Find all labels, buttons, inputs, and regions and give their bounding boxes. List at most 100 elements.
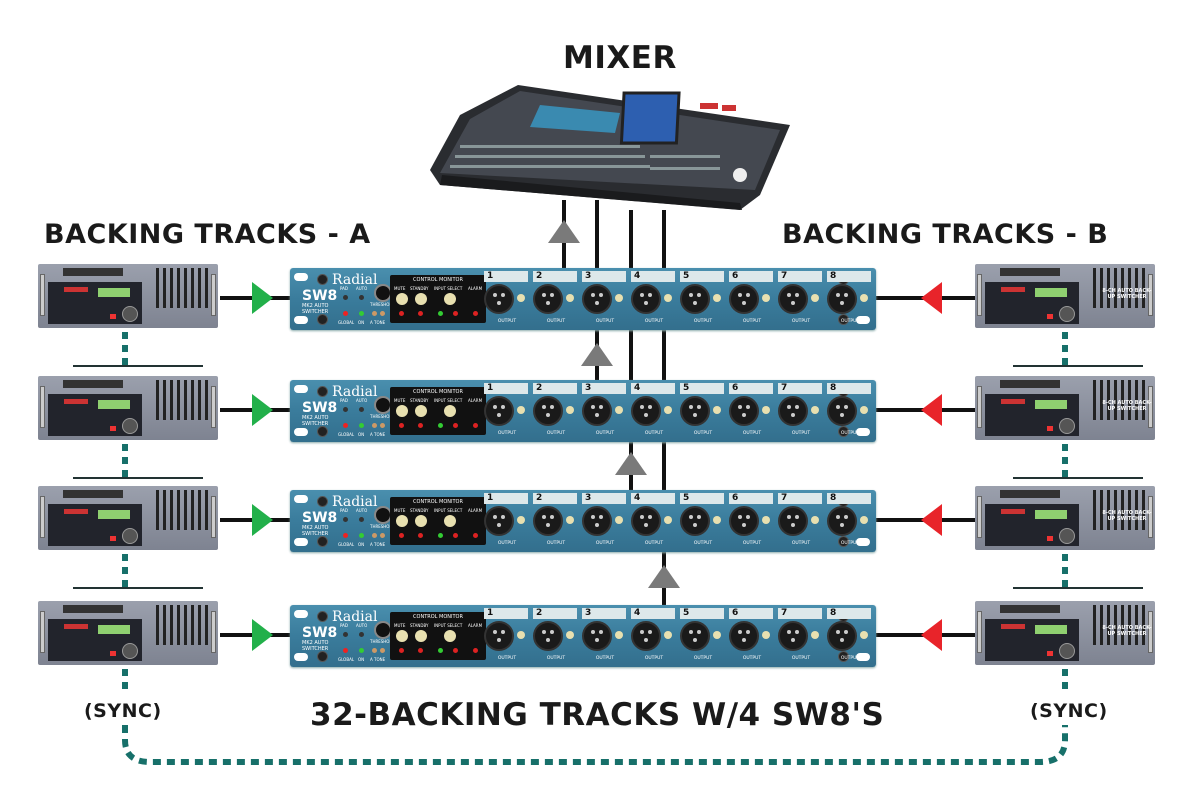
side-label: 8-CH AUTO BACK-UP SWITCHER <box>1102 510 1152 522</box>
ground-lift-switch[interactable] <box>713 631 721 639</box>
xlr-output-connector[interactable] <box>778 284 808 314</box>
ground-lift-switch[interactable] <box>615 406 623 414</box>
input-select-button[interactable] <box>444 515 456 527</box>
ground-lift-switch[interactable] <box>762 516 770 524</box>
ground-lift-switch[interactable] <box>811 516 819 524</box>
input-select-button[interactable] <box>444 630 456 642</box>
xlr-output-connector[interactable] <box>533 284 563 314</box>
ground-lift-switch[interactable] <box>811 294 819 302</box>
xlr-output-connector[interactable] <box>729 621 759 651</box>
input-select-button[interactable] <box>444 293 456 305</box>
mute-button[interactable] <box>396 515 408 527</box>
ground-lift-switch[interactable] <box>517 516 525 524</box>
xlr-output-connector[interactable] <box>582 621 612 651</box>
ground-lift-switch[interactable] <box>811 406 819 414</box>
pad-switch[interactable] <box>343 517 348 522</box>
xlr-output-connector[interactable] <box>827 621 857 651</box>
xlr-output-connector[interactable] <box>533 396 563 426</box>
xlr-output-connector[interactable] <box>680 506 710 536</box>
input-select-button[interactable] <box>444 405 456 417</box>
xlr-output-connector[interactable] <box>484 506 514 536</box>
xlr-output-connector[interactable] <box>631 506 661 536</box>
standby-button[interactable] <box>415 515 427 527</box>
xlr-output-connector[interactable] <box>484 284 514 314</box>
auto-label: AUTO <box>356 286 368 291</box>
auto-switch[interactable] <box>359 407 364 412</box>
auto-switch[interactable] <box>359 632 364 637</box>
ground-lift-switch[interactable] <box>615 631 623 639</box>
on-label: ON <box>358 320 365 325</box>
ground-lift-switch[interactable] <box>615 516 623 524</box>
ground-lift-switch[interactable] <box>615 294 623 302</box>
pad-switch[interactable] <box>343 407 348 412</box>
xlr-output-connector[interactable] <box>729 396 759 426</box>
global-label: GLOBAL <box>338 320 355 325</box>
xlr-output-connector[interactable] <box>631 396 661 426</box>
ground-lift-switch[interactable] <box>762 294 770 302</box>
ground-lift-switch[interactable] <box>713 516 721 524</box>
green-arrow-icon <box>252 282 273 314</box>
channel-number: 7 <box>778 608 822 619</box>
ground-lift-switch[interactable] <box>664 294 672 302</box>
ground-lift-switch[interactable] <box>664 516 672 524</box>
mute-button[interactable] <box>396 630 408 642</box>
xlr-output-connector[interactable] <box>827 284 857 314</box>
pad-switch[interactable] <box>343 632 348 637</box>
ground-lift-switch[interactable] <box>566 406 574 414</box>
ground-lift-switch[interactable] <box>713 406 721 414</box>
ground-lift-switch[interactable] <box>566 516 574 524</box>
xlr-output-connector[interactable] <box>484 621 514 651</box>
xlr-output-connector[interactable] <box>680 284 710 314</box>
xlr-output-connector[interactable] <box>582 506 612 536</box>
channel-number: 4 <box>631 383 675 394</box>
xlr-output-connector[interactable] <box>778 506 808 536</box>
xlr-output-connector[interactable] <box>680 621 710 651</box>
auto-switch[interactable] <box>359 295 364 300</box>
pad-switch[interactable] <box>343 295 348 300</box>
xlr-output-connector[interactable] <box>533 506 563 536</box>
ground-lift-switch[interactable] <box>517 294 525 302</box>
output-label: OUTPUT <box>693 656 713 661</box>
ground-lift-switch[interactable] <box>860 516 868 524</box>
standby-button[interactable] <box>415 293 427 305</box>
ground-lift-switch[interactable] <box>860 406 868 414</box>
mixer-illustration <box>430 85 790 210</box>
xlr-output-connector[interactable] <box>484 396 514 426</box>
ground-lift-switch[interactable] <box>517 406 525 414</box>
xlr-output-connector[interactable] <box>631 621 661 651</box>
auto-switch[interactable] <box>359 517 364 522</box>
ground-lift-switch[interactable] <box>566 631 574 639</box>
ground-lift-switch[interactable] <box>713 294 721 302</box>
xlr-output-connector[interactable] <box>778 396 808 426</box>
channel-number: 5 <box>680 383 724 394</box>
ground-lift-switch[interactable] <box>664 631 672 639</box>
mute-button[interactable] <box>396 405 408 417</box>
output-channel: 4 OUTPUT <box>631 271 679 329</box>
ground-lift-switch[interactable] <box>762 406 770 414</box>
channel-number: 6 <box>729 608 773 619</box>
xlr-output-connector[interactable] <box>827 396 857 426</box>
ground-lift-switch[interactable] <box>517 631 525 639</box>
ground-lift-switch[interactable] <box>762 631 770 639</box>
xlr-output-connector[interactable] <box>533 621 563 651</box>
recorder-a <box>38 601 218 665</box>
ground-lift-switch[interactable] <box>664 406 672 414</box>
xlr-output-connector[interactable] <box>729 506 759 536</box>
xlr-output-connector[interactable] <box>582 396 612 426</box>
ground-lift-switch[interactable] <box>860 294 868 302</box>
mute-button[interactable] <box>396 293 408 305</box>
standby-button[interactable] <box>415 630 427 642</box>
xlr-output-connector[interactable] <box>582 284 612 314</box>
ground-lift-switch[interactable] <box>860 631 868 639</box>
output-label: OUTPUT <box>595 431 615 436</box>
ground-lift-switch[interactable] <box>811 631 819 639</box>
a-tone-label: A TONE <box>370 432 386 437</box>
xlr-output-connector[interactable] <box>631 284 661 314</box>
standby-button[interactable] <box>415 405 427 417</box>
xlr-output-connector[interactable] <box>778 621 808 651</box>
control-monitor-title: CONTROL MONITOR <box>413 614 463 620</box>
ground-lift-switch[interactable] <box>566 294 574 302</box>
xlr-output-connector[interactable] <box>827 506 857 536</box>
xlr-output-connector[interactable] <box>729 284 759 314</box>
xlr-output-connector[interactable] <box>680 396 710 426</box>
